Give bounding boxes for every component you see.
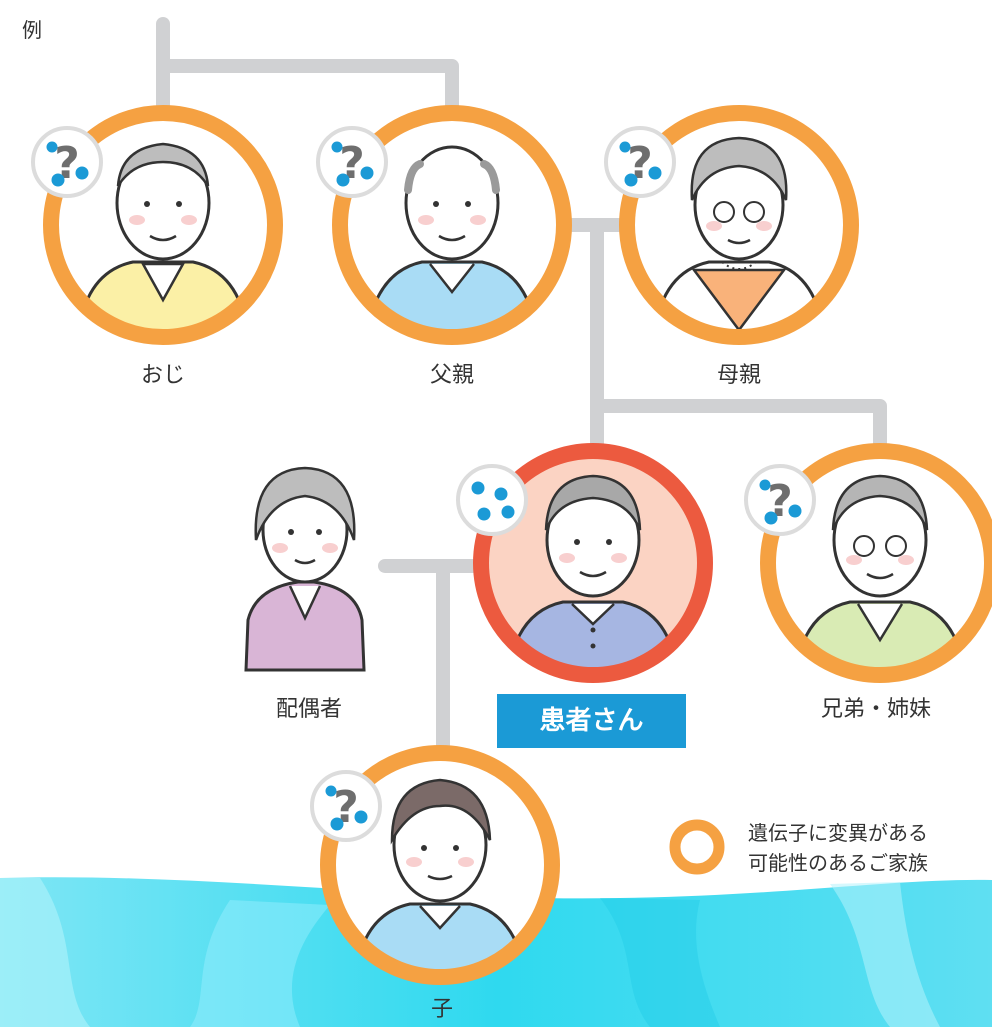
spouse-label: 配偶者 (275, 697, 342, 722)
question-dots-icon: ? (744, 464, 816, 536)
father-portrait: ? (316, 105, 572, 345)
patient-portrait (456, 443, 713, 683)
mother-portrait: ? (604, 105, 859, 345)
child-portrait: ? (310, 745, 560, 985)
dots-icon (456, 464, 528, 536)
question-dots-icon: ? (316, 126, 388, 198)
orange-ring-icon (669, 819, 725, 875)
father-label: 父親 (429, 363, 474, 388)
question-dots-icon: ? (604, 126, 676, 198)
example-label: 例 (22, 18, 42, 42)
legend-text: 遺伝子に変異がある 可能性のあるご家族 (748, 818, 928, 878)
spouse-portrait (244, 466, 366, 672)
sibling-label: 兄弟・姉妹 (820, 697, 931, 722)
legend-line-2: 可能性のあるご家族 (748, 851, 928, 875)
connector-lines (156, 17, 887, 767)
uncle-label: おじ (140, 363, 185, 388)
patient-label: 患者さん (497, 694, 686, 748)
question-dots-icon: ? (31, 126, 103, 198)
legend-line-1: 遺伝子に変異がある (748, 821, 928, 845)
mother-label: 母親 (716, 363, 761, 388)
sibling-portrait: ? (744, 443, 992, 683)
question-dots-icon: ? (310, 770, 382, 842)
child-label: 子 (430, 997, 453, 1022)
uncle-portrait: ? (31, 105, 283, 345)
